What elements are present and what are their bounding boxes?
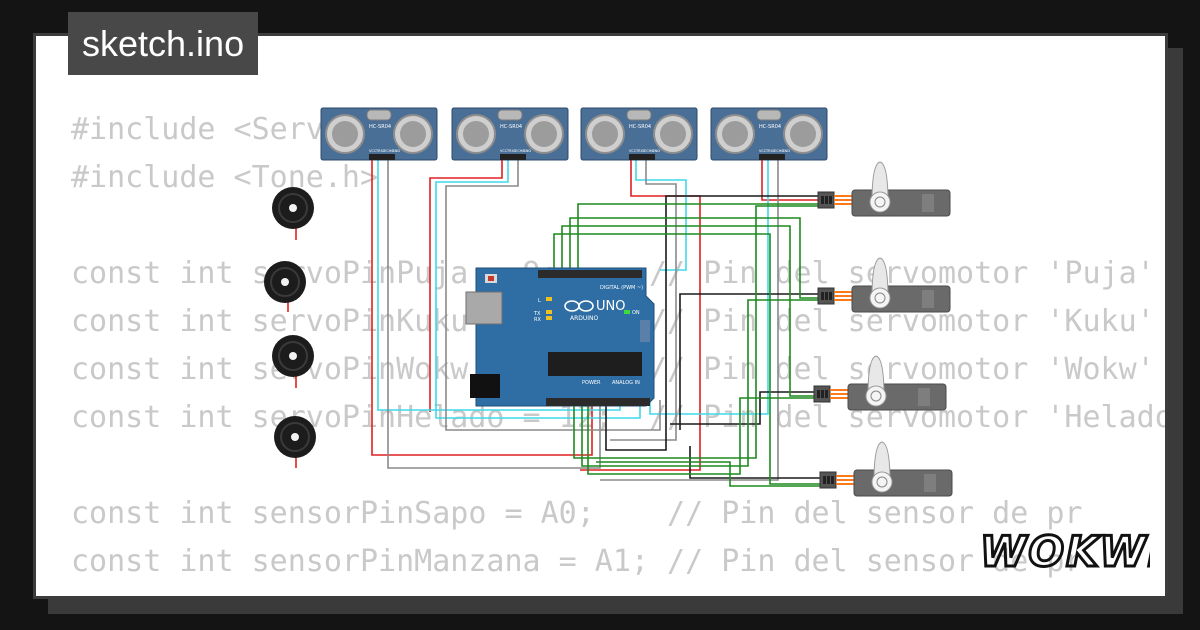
wokwi-logo-text: WOKWI bbox=[980, 527, 1150, 576]
sensor-pin-label: TRIG bbox=[765, 149, 775, 153]
ultrasonic-sensor[interactable]: HC-SR04 VCC TRIG ECHO GND bbox=[710, 107, 828, 161]
sensor-pin-label: GND bbox=[392, 149, 400, 153]
wire bbox=[429, 160, 503, 412]
led-label: L bbox=[538, 298, 541, 304]
wire bbox=[761, 160, 820, 201]
wire bbox=[596, 461, 820, 487]
power-pins-label: POWER bbox=[582, 380, 601, 386]
wire bbox=[561, 225, 820, 397]
wire bbox=[371, 160, 593, 456]
wire bbox=[587, 397, 820, 475]
wire bbox=[605, 195, 820, 451]
buzzer[interactable] bbox=[272, 335, 314, 377]
servo-motor[interactable] bbox=[819, 441, 953, 497]
sensor-pin-label: VCC bbox=[500, 149, 508, 153]
arduino-uno-board[interactable]: DIGITAL (PWM ~) UNO ARDUINO L TX RX ON P… bbox=[465, 267, 655, 407]
power-led bbox=[624, 310, 630, 314]
servo-motor[interactable] bbox=[813, 355, 947, 411]
arduino-infinity-icon bbox=[564, 300, 594, 312]
sensor-pin-label: GND bbox=[652, 149, 660, 153]
sensor-pin-label: VCC bbox=[369, 149, 377, 153]
wire bbox=[573, 205, 820, 459]
sensor-pin-label: GND bbox=[782, 149, 790, 153]
code-line: const int sensorPinManzana = A1; // Pin … bbox=[71, 544, 1083, 579]
buzzer[interactable] bbox=[274, 416, 316, 458]
buzzer[interactable] bbox=[272, 187, 314, 229]
sensor-pin-label: TRIG bbox=[635, 149, 645, 153]
wokwi-logo[interactable]: WOKWI bbox=[978, 520, 1151, 580]
wire bbox=[445, 160, 661, 431]
led-indicator bbox=[546, 297, 552, 301]
buzzer[interactable] bbox=[264, 261, 306, 303]
wires bbox=[287, 160, 820, 487]
sensor-pin-label: TRIG bbox=[506, 149, 516, 153]
file-tab-title[interactable]: sketch.ino bbox=[68, 12, 259, 75]
led-indicator bbox=[546, 310, 552, 314]
sensor-model-label: HC-SR04 bbox=[759, 124, 781, 130]
wire bbox=[635, 160, 687, 271]
power-on-label: ON bbox=[632, 310, 640, 316]
wire bbox=[581, 299, 820, 467]
ultrasonic-sensor[interactable]: HC-SR04 VCC TRIG ECHO GND bbox=[580, 107, 698, 161]
code-line: const int sensorPinTijeras = A2; // Pin … bbox=[71, 586, 1165, 596]
sensor-pin-label: VCC bbox=[629, 149, 637, 153]
sensor-model-label: HC-SR04 bbox=[629, 124, 651, 130]
servo-motor[interactable] bbox=[817, 257, 951, 313]
sensor-pin-label: ECHO bbox=[515, 149, 525, 153]
sensor-model-label: HC-SR04 bbox=[369, 124, 391, 130]
code-line: const int sensorPinSapo = A0; // Pin del… bbox=[71, 496, 1083, 531]
wire bbox=[689, 446, 820, 479]
wire bbox=[600, 160, 779, 481]
wire bbox=[679, 293, 820, 430]
sensor-pin-label: TRIG bbox=[375, 149, 385, 153]
servo-motor[interactable] bbox=[817, 161, 951, 217]
wire bbox=[435, 160, 641, 419]
board-model-label: UNO bbox=[596, 299, 625, 314]
sensor-pin-label: GND bbox=[523, 149, 531, 153]
digital-pins-label: DIGITAL (PWM ~) bbox=[600, 285, 643, 291]
sensor-pin-label: ECHO bbox=[384, 149, 394, 153]
analog-pins-label: ANALOG IN bbox=[612, 380, 640, 386]
sensor-pin-label: VCC bbox=[759, 149, 767, 153]
sensor-model-label: HC-SR04 bbox=[500, 124, 522, 130]
led-indicator bbox=[546, 316, 552, 320]
led-label: TX bbox=[533, 311, 541, 317]
ultrasonic-sensor[interactable]: HC-SR04 VCC TRIG ECHO GND bbox=[451, 107, 569, 161]
sensor-pin-label: ECHO bbox=[774, 149, 784, 153]
sensor-pin-label: ECHO bbox=[644, 149, 654, 153]
wire bbox=[553, 233, 820, 485]
wire bbox=[610, 160, 677, 441]
code-line: #include <Tone.h> bbox=[71, 160, 379, 195]
ultrasonic-sensor[interactable]: HC-SR04 VCC TRIG ECHO GND bbox=[320, 107, 438, 161]
board-brand-label: ARDUINO bbox=[570, 315, 599, 322]
wire bbox=[577, 203, 820, 268]
wire bbox=[387, 160, 601, 469]
wire bbox=[649, 160, 769, 415]
led-label: RX bbox=[534, 317, 541, 323]
